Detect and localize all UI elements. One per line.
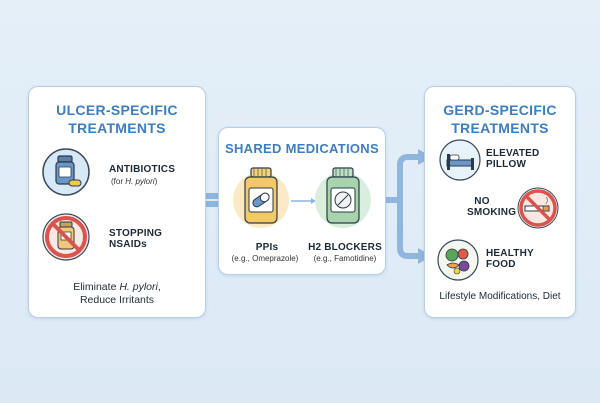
gerd-title: GERD-SPECIFIC TREATMENTS <box>443 102 557 136</box>
ulcer-caption: Eliminate H. pylori, Reduce Irritants <box>73 281 161 306</box>
bed-icon <box>439 139 481 181</box>
h2-example: (e.g., Famotidine) <box>313 254 377 263</box>
shared-panel: SHARED MEDICATIONS <box>218 127 386 275</box>
shared-title: SHARED MEDICATIONS <box>225 141 379 156</box>
food-label: HEALTHY FOOD <box>486 248 534 270</box>
healthy-food-icon <box>437 239 479 281</box>
antibiotics-label: ANTIBIOTICS <box>109 164 176 175</box>
ppi-example: (e.g., Omeprazole) <box>231 254 299 263</box>
smoking-label: NO SMOKING <box>467 196 517 218</box>
h2-label: H2 BLOCKERS <box>308 242 382 253</box>
ulcer-panel: ULCER-SPECIFIC TREATMENTS ANTIBIOTICS (f… <box>28 86 206 318</box>
arrow-to-gerd-bottom <box>397 200 418 259</box>
capsule-icon <box>233 167 289 228</box>
nsaids-label: STOPPING NSAIDs <box>109 228 163 250</box>
pill-bottle-icon <box>42 148 90 196</box>
pillow-label: ELEVATED PILLOW <box>486 148 540 170</box>
prohibited-pill-bottle-icon <box>42 213 90 261</box>
ppi-label: PPIs <box>255 242 279 253</box>
ulcer-title: ULCER-SPECIFIC TREATMENTS <box>56 102 178 136</box>
gerd-caption: Lifestyle Modifications, Diet <box>439 291 561 302</box>
arrow-to-gerd-top <box>397 154 418 200</box>
no-smoking-icon <box>517 187 559 229</box>
antibiotics-note: (for H. pylori) <box>111 177 158 186</box>
tablet-icon <box>315 167 371 228</box>
bottle-connector <box>291 198 316 204</box>
